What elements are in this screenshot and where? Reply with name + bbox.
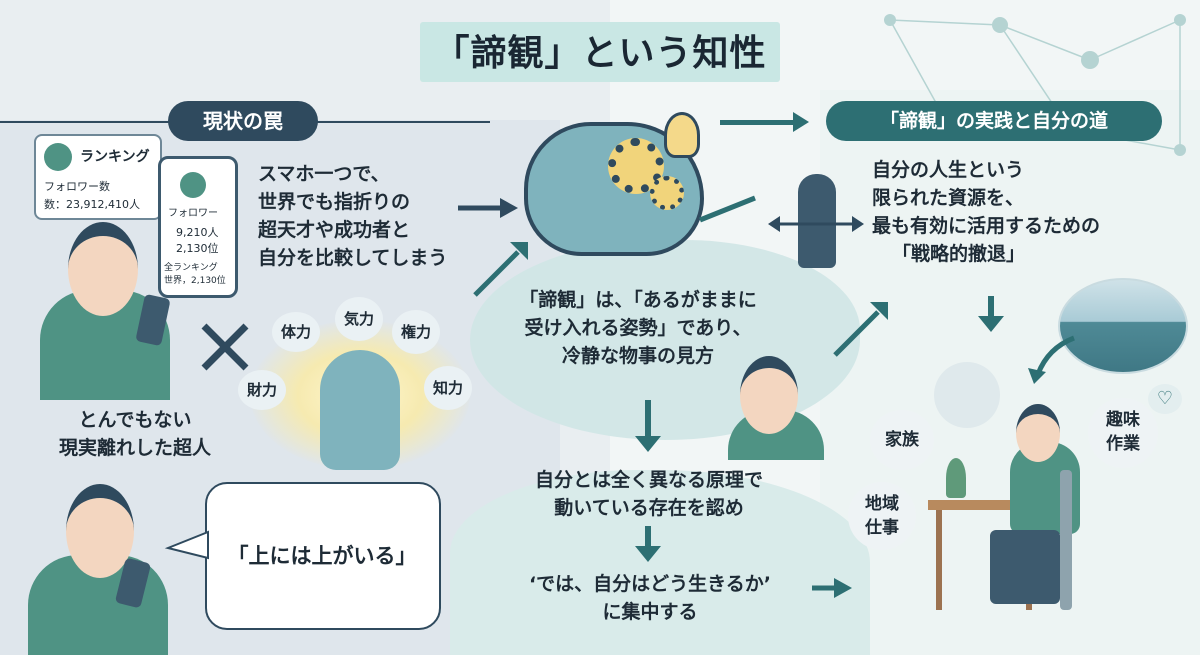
focus-line-1: ‘では、自分はどう生きるか’ [528,573,772,595]
label-willpower: 気力 [335,297,383,341]
down-arrow-1 [635,400,661,452]
community-label: 地域 仕事 [848,482,916,550]
followers-value: 数：23,912,410人 [44,198,140,211]
header-arrow [720,120,795,125]
down-arrow-2 [635,526,661,562]
compare-line-3: 超天才や成功者と [258,219,411,241]
teikan-line-3: 冷静な物事の見方 [561,345,714,367]
boat-harbor-image [1058,278,1188,374]
accept-line-2: 動いている存在を認め [554,497,744,519]
speech-bubble-tail [164,530,209,560]
gear-icon [608,138,664,194]
speech-bubble [205,482,441,630]
x-mark-icon [201,323,249,371]
accept-text: 自分とは全く異なる原理で 動いている存在を認め [510,466,788,522]
arrow-to-brain [458,198,518,218]
community-label-line-1: 地域 [865,494,899,514]
lightbulb-icon [664,112,700,158]
arrow-to-life [812,578,852,598]
desk-person-head [1016,404,1060,462]
bidirectional-arrow [768,216,864,232]
header-arrow-head [793,112,809,132]
gear-small-icon [650,176,684,210]
strategy-line-4: 「戦略的撤退」 [892,243,1026,265]
desk [928,500,1040,510]
person-worried-face [68,222,138,316]
globe-icon [44,143,72,171]
heart-icon: ♡ [1148,384,1182,414]
thinking-person-face [740,356,798,434]
focus-line-2: に集中する [602,601,698,623]
strategy-line-3: 最も有効に活用するための [872,215,1101,237]
followers-label: フォロワー数 [44,180,110,193]
strategy-line-2: 限られた資源を、 [872,187,1025,209]
plant-icon [946,458,966,498]
ranking-card [34,134,162,220]
phone-card-title: フォロワー [168,208,218,219]
curved-arrow-to-family [1028,335,1075,384]
arrow-brain-to-chess [699,195,756,223]
family-icon [934,362,1000,428]
arrow-to-definition [473,242,528,297]
hobby-label-line-1: 趣味 [1106,410,1140,430]
down-arrow-right [978,296,1004,332]
network-decoration [884,14,1186,156]
family-label: 家族 [870,410,934,470]
profile-icon [180,172,206,198]
superman-caption-line-2: 現実離れした超人 [58,437,211,459]
teikan-line-1: 「諦観」は、「あるがままに [519,289,757,311]
label-power: 権力 [392,310,440,354]
page-title: 「諦観」という知性 [433,33,767,74]
phone-rank-value: 世界，2,130位 [164,276,226,286]
teikan-line-2: 受け入れる姿勢」であり、 [524,317,752,339]
person-phone-face [66,484,134,578]
compare-line-4: 自分を比較してしまう [258,247,448,269]
desk-person-legs [990,530,1060,604]
strategy-line-1: 自分の人生という [872,159,1025,181]
superman-figure [320,350,400,470]
hobby-label: 趣味 作業 [1088,398,1158,468]
phone-stat-rank: 2,130位 [176,242,219,255]
hobby-label-line-2: 作業 [1106,434,1140,454]
label-intellect: 知力 [424,366,472,410]
chair [1060,470,1072,610]
label-wealth: 財力 [238,370,286,410]
speech-quote: 「上には上がいる」 [227,544,417,568]
desk-leg-left [936,510,942,610]
label-stamina: 体力 [272,312,320,352]
title-highlight [420,22,780,82]
arrow-up-right [833,302,888,357]
community-label-line-2: 仕事 [865,518,899,538]
phone-rank-label: 全ランキング [164,263,218,273]
superman-caption: とんでもない 現実離れした超人 [40,406,230,462]
teikan-definition: 「諦観」は、「あるがままに 受け入れる姿勢」であり、 冷静な物事の見方 [508,286,768,370]
strategy-text: 自分の人生という 限られた資源を、 最も有効に活用するための 「戦略的撤退」 [872,156,1100,268]
focus-text: ‘では、自分はどう生きるか’ に集中する [500,570,800,626]
compare-line-1: スマホ一つで、 [258,163,390,185]
left-header-pill: 現状の罠 [168,101,318,141]
chess-king-icon [798,174,836,268]
compare-text: スマホ一つで、 世界でも指折りの 超天才や成功者と 自分を比較してしまう [258,160,447,272]
superman-caption-line-1: とんでもない [78,409,192,431]
right-header-pill: 「諦観」の実践と自分の道 [826,101,1162,141]
accept-line-1: 自分とは全く異なる原理で [534,469,763,491]
compare-line-2: 世界でも指折りの [258,191,411,213]
lower-center-blob [450,470,870,655]
phone-stat-followers: 9,210人 [176,226,219,239]
ranking-title: ランキング [80,149,150,165]
